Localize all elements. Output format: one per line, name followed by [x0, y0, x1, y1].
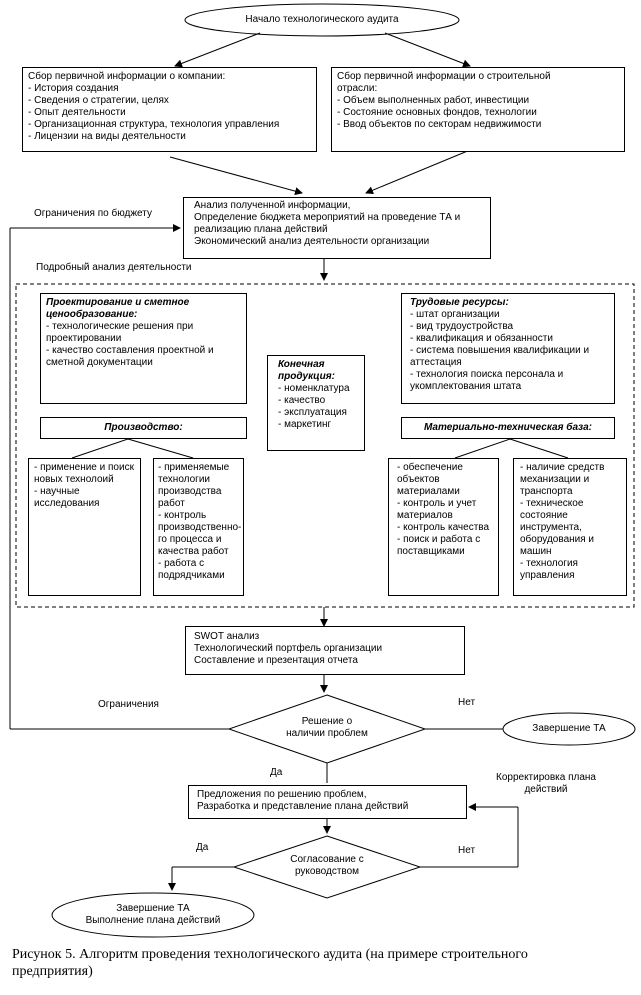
decision-approval-text: Согласование с руководством [260, 854, 394, 878]
material-right-item: - наличие средств механизации и транспор… [520, 462, 605, 497]
industry-info-item: - Состояние основных фондов, технологии [337, 107, 537, 118]
end-2-line2: Выполнение плана действий [85, 915, 221, 926]
start-ellipse [184, 3, 460, 37]
material-right-item: - технология управления [520, 558, 578, 581]
analysis-line: Экономический анализ деятельности органи… [194, 236, 430, 247]
industry-info-title-cont: отрасли: [337, 83, 378, 94]
correction-line2: действий [524, 784, 568, 795]
decision-approval-line2: руководством [294, 866, 360, 877]
production-right-item: - применяемые технологии производства ра… [158, 462, 230, 509]
analysis-line: реализацию плана действий [194, 224, 328, 235]
end-label-2: Завершение ТА Выполнение плана действий [56, 903, 250, 927]
production-right-item: - контроль производственно-го процесса и… [158, 510, 242, 557]
figure-caption: Рисунок 5. Алгоритм проведения технологи… [12, 947, 528, 979]
labor-box: Трудовые ресурсы: - штат организации - в… [401, 293, 615, 404]
end-ellipse-1 [502, 712, 636, 746]
company-info-item: - Опыт деятельности [28, 107, 126, 118]
material-left-item: - поиск и работа с поставщиками [397, 534, 481, 557]
swot-line: Технологический портфель организации [194, 643, 383, 654]
production-right-item: - работа с подрядчиками [158, 558, 225, 581]
correction-label: Корректировка плана действий [488, 772, 604, 796]
end-ellipse-2 [51, 892, 255, 938]
material-left-item: - контроль и учет материалов [397, 498, 477, 521]
labor-item: - система повышения квалификации и аттес… [410, 345, 590, 368]
industry-info-item: - Ввод объектов по секторам недвижимости [337, 119, 542, 130]
industry-info-box: Сбор первичной информации о строительной… [331, 67, 625, 152]
no-label-1: Нет [458, 697, 476, 708]
industry-info-title: Сбор первичной информации о строительной [337, 71, 551, 82]
correction-line1: Корректировка плана [496, 772, 596, 783]
decision-approval-line1: Согласование с [290, 854, 364, 865]
swot-line: SWOT анализ [194, 631, 260, 642]
labor-item: - вид трудоустройства [410, 321, 514, 332]
budget-limits-label: Ограничения по бюджету [34, 208, 152, 219]
decision-problems-line2: наличии проблем [286, 728, 368, 739]
labor-item: - технология поиска персонала и укомплек… [410, 369, 564, 392]
production-right-box: - применяемые технологии производства ра… [153, 458, 244, 596]
product-box: Конечная продукция: - номенклатура - кач… [267, 355, 365, 451]
yes-label-2: Да [196, 842, 209, 853]
material-right-item: - техническое состояние инструмента, обо… [520, 498, 595, 557]
decision-diamond-approval [232, 835, 422, 899]
proposals-line: Предложения по решению проблем, [197, 789, 367, 800]
production-title-box: Производство: [40, 417, 247, 439]
analysis-line: Определение бюджета мероприятий на прове… [194, 212, 461, 223]
production-left-box: - применение и поиск новых технолоий - н… [28, 458, 141, 596]
design-item: - технологические решения при проектиров… [46, 321, 194, 344]
labor-item: - квалификация и обязанности [410, 333, 553, 344]
swot-box: SWOT анализ Технологический портфель орг… [185, 626, 465, 675]
production-title: Производство: [104, 422, 183, 433]
material-right-box: - наличие средств механизации и транспор… [513, 458, 627, 596]
limits-label: Ограничения [98, 699, 159, 710]
design-box: Проектирование и сметное ценообразование… [40, 293, 247, 404]
product-item: - эксплуатация [278, 407, 347, 418]
labor-item: - штат организации [410, 309, 500, 320]
product-item: - маркетинг [278, 419, 332, 430]
swot-line: Составление и презентация отчета [194, 655, 358, 666]
product-item: - качество [278, 395, 326, 406]
company-info-item: - Организационная структура, технология … [28, 119, 280, 130]
company-info-item: - Сведения о стратегии, целях [28, 95, 169, 106]
yes-label-1: Да [270, 767, 283, 778]
product-item: - номенклатура [278, 383, 350, 394]
material-left-item: - обеспечение объектов материалами [397, 462, 463, 497]
company-info-item: - История создания [28, 83, 119, 94]
material-left-box: - обеспечение объектов материалами - кон… [388, 458, 499, 596]
detailed-analysis-frame [15, 283, 635, 608]
decision-problems-line1: Решение о [301, 716, 353, 727]
end-label-1: Завершение ТА [532, 723, 606, 734]
end-2-line1: Завершение ТА [116, 903, 190, 914]
material-title-box: Материально-техническая база: [401, 417, 615, 439]
design-title: Проектирование и сметное ценообразование… [46, 297, 190, 320]
analysis-box: Анализ полученной информации, Определени… [183, 197, 491, 259]
company-info-box: Сбор первичной информации о компании: - … [22, 67, 317, 152]
company-info-item: - Лицензии на виды деятельности [28, 131, 186, 142]
proposals-box: Предложения по решению проблем, Разработ… [188, 785, 467, 819]
company-info-title: Сбор первичной информации о компании: [28, 71, 226, 82]
production-left-item: - научные исследования [34, 486, 100, 509]
material-left-item: - контроль качества [397, 522, 490, 533]
detailed-analysis-label: Подробный анализ деятельности [36, 262, 192, 273]
labor-title: Трудовые ресурсы: [410, 297, 509, 308]
start-label: Начало технологического аудита [245, 14, 399, 25]
production-left-item: - применение и поиск новых технолоий [34, 462, 134, 485]
product-title: Конечная продукция: [278, 359, 335, 382]
decision-problems-text: Решение о наличии проблем [259, 716, 395, 740]
no-label-2: Нет [458, 845, 476, 856]
proposals-line: Разработка и представление плана действи… [197, 801, 409, 812]
industry-info-item: - Объем выполненных работ, инвестиции [337, 95, 530, 106]
design-item: - качество составления проектной и сметн… [46, 345, 214, 368]
analysis-line: Анализ полученной информации, [194, 200, 351, 211]
material-title: Материально-техническая база: [423, 422, 592, 433]
